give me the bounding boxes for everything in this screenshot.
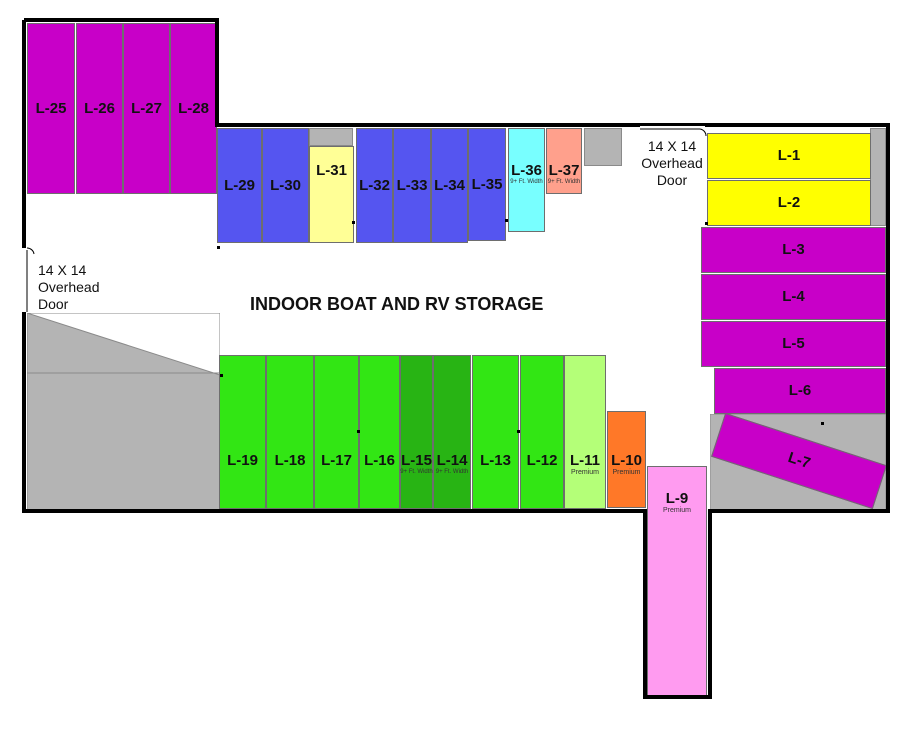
space-l-2[interactable]: L-2 [707, 180, 871, 226]
space-label: L-3 [782, 241, 805, 258]
space-subtitle: Premium [662, 507, 691, 514]
space-l-31[interactable]: L-31 [309, 146, 354, 243]
space-label: L-26 [84, 99, 115, 117]
space-label: L-33 [396, 176, 428, 194]
space-l-19[interactable]: L-19 [219, 355, 266, 509]
door-label-top-right: 14 X 14 Overhead Door [640, 138, 704, 189]
space-l-18[interactable]: L-18 [266, 355, 314, 509]
space-label: L-12 [526, 452, 558, 469]
door-label-line: Overhead [641, 155, 703, 171]
space-l-5[interactable]: L-5 [701, 321, 886, 367]
lower-left-gray-shape [27, 313, 220, 510]
space-label: L-36 [511, 162, 542, 179]
gray-area-top-small-1 [309, 128, 353, 146]
space-label: L-28 [178, 99, 209, 117]
space-l-27[interactable]: L-27 [123, 23, 170, 194]
space-label: L-7 [785, 448, 813, 473]
space-label: L-13 [480, 452, 511, 469]
space-note: 9+ Ft. Width [547, 179, 581, 185]
space-l-13[interactable]: L-13 [472, 355, 519, 509]
space-label: L-6 [788, 382, 812, 399]
gray-area-top-small-2 [584, 128, 622, 166]
floor-plan-title: INDOOR BOAT AND RV STORAGE [250, 294, 544, 314]
space-label: L-27 [131, 99, 162, 117]
gray-area-right-strip [870, 128, 886, 226]
space-label: L-14 [436, 452, 468, 469]
space-note: 9+ Ft. Width [400, 469, 433, 475]
space-label: L-4 [782, 288, 805, 305]
space-l-17[interactable]: L-17 [314, 355, 359, 509]
space-label: L-17 [321, 452, 352, 469]
space-l-30[interactable]: L-30 [262, 128, 309, 243]
door-label-line: Door [38, 296, 69, 312]
space-l-28[interactable]: L-28 [170, 23, 217, 194]
space-label: L-37 [548, 162, 580, 179]
space-label: L-1 [777, 147, 801, 164]
space-l-35[interactable]: L-35 [468, 128, 506, 241]
space-l-25[interactable]: L-25 [27, 23, 75, 194]
space-label: L-15 [401, 452, 432, 469]
space-subtitle: Premium [570, 469, 599, 476]
gray-area-lower-left [27, 313, 220, 510]
space-label: L-5 [782, 335, 805, 352]
space-subtitle: Premium [612, 469, 641, 476]
space-l-34[interactable]: L-34 [431, 128, 468, 243]
door-label-line: Door [656, 172, 688, 188]
space-label: L-31 [316, 162, 347, 179]
space-label: L-10 [611, 452, 642, 469]
space-label: L-18 [274, 452, 306, 469]
door-label-line: Overhead [38, 279, 100, 295]
space-label: L-25 [35, 99, 67, 117]
door-label-line: 14 X 14 [647, 138, 697, 154]
space-note: 9+ Ft. Width [435, 469, 469, 475]
space-l-29[interactable]: L-29 [217, 128, 262, 243]
space-l-12[interactable]: L-12 [520, 355, 564, 509]
space-l-3[interactable]: L-3 [701, 227, 886, 273]
space-label: L-11 [569, 452, 600, 469]
door-label-line: 14 X 14 [38, 262, 87, 278]
space-l-32[interactable]: L-32 [356, 128, 393, 243]
space-label: L-34 [434, 176, 465, 194]
space-label: L-19 [227, 452, 258, 469]
space-l-1[interactable]: L-1 [707, 133, 871, 179]
space-label: L-16 [364, 452, 395, 469]
space-l-16[interactable]: L-16 [359, 355, 400, 509]
space-label: L-35 [471, 175, 503, 193]
space-label: L-32 [359, 176, 390, 194]
space-l-33[interactable]: L-33 [393, 128, 431, 243]
space-note: 9+ Ft. Width [510, 179, 543, 185]
space-l-26[interactable]: L-26 [76, 23, 123, 194]
space-label: L-30 [270, 176, 301, 194]
door-label-left: 14 X 14 Overhead Door [38, 262, 99, 313]
space-l-4[interactable]: L-4 [701, 274, 886, 320]
space-label: L-2 [777, 194, 801, 211]
space-l-6[interactable]: L-6 [714, 368, 886, 414]
space-label: L-29 [224, 176, 255, 194]
space-label: L-9 [665, 490, 689, 507]
